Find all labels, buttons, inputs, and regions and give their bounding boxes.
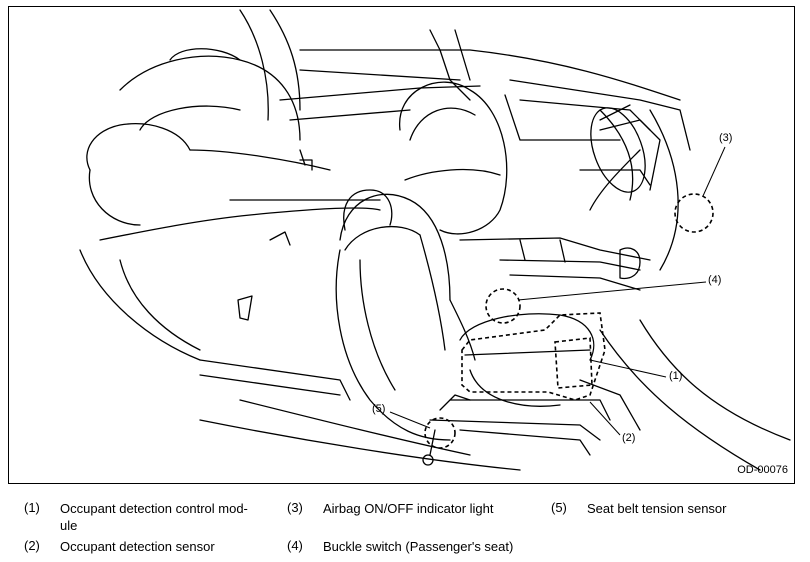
legend-text-line: Occupant detection control mod- bbox=[60, 501, 248, 516]
legend-number: (1) bbox=[24, 500, 40, 515]
callout-4: (4) bbox=[708, 274, 722, 286]
diagram-frame bbox=[8, 6, 795, 484]
legend-number: (3) bbox=[287, 500, 303, 515]
legend-text: Airbag ON/OFF indicator light bbox=[323, 501, 494, 516]
legend: (1) Occupant detection control mod- ule … bbox=[0, 494, 810, 560]
interior-line-drawing bbox=[79, 9, 791, 471]
legend-number: (2) bbox=[24, 538, 40, 553]
callout-2: (2) bbox=[622, 432, 636, 444]
legend-text-line: ule bbox=[60, 518, 78, 533]
callout-5: (5) bbox=[372, 403, 386, 415]
legend-text: Seat belt tension sensor bbox=[587, 501, 727, 516]
vehicle-interior-diagram: (3) (4) (1) (2) (5) OD-00076 bbox=[8, 6, 795, 484]
figure-id: OD-00076 bbox=[737, 464, 788, 476]
callout-1: (1) bbox=[669, 370, 683, 382]
legend-text: Occupant detection sensor bbox=[60, 539, 215, 554]
legend-number: (5) bbox=[551, 500, 567, 515]
legend-text: Occupant detection control mod- ule bbox=[60, 500, 248, 534]
legend-number: (4) bbox=[287, 538, 303, 553]
legend-text: Buckle switch (Passenger's seat) bbox=[323, 539, 514, 554]
callout-3: (3) bbox=[719, 132, 733, 144]
